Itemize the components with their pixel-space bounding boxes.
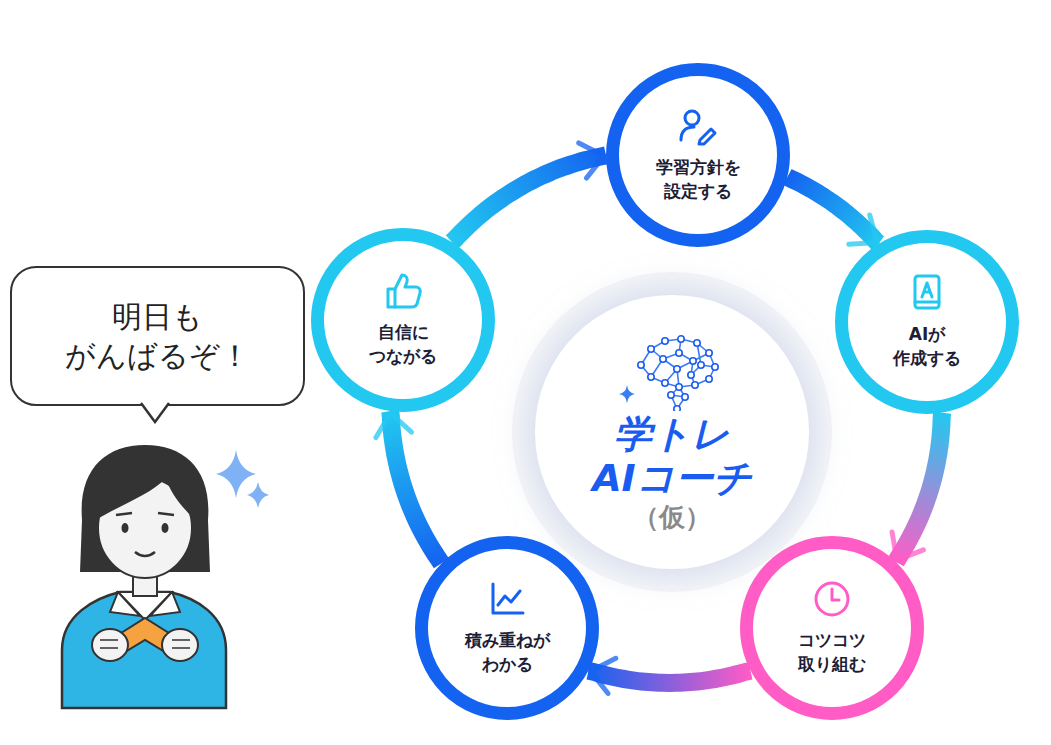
icon	[812, 579, 852, 619]
center-circle: 学トレ AIコーチ（仮）	[535, 295, 808, 568]
bubble-tail	[140, 402, 170, 424]
step-circle: AIが 作成する	[835, 230, 1019, 414]
speech-bubble: 明日も がんばるぞ！	[10, 266, 305, 406]
girl-illustration	[62, 445, 226, 708]
cycle-arrow	[390, 411, 441, 563]
step-circle: 自信に つながる	[311, 228, 495, 412]
brain-icon	[617, 329, 727, 411]
product-name: 学トレ AIコーチ	[572, 413, 772, 500]
step-label: コツコツ 取り組む	[780, 629, 884, 677]
icon	[383, 271, 423, 311]
cycle-arrow	[787, 177, 878, 244]
step-label: AIが 作成する	[875, 323, 979, 371]
step-circle: 学習方針を 設定する	[606, 63, 790, 247]
speech-text: 明日も がんばるぞ！	[48, 297, 268, 375]
icon	[678, 106, 718, 146]
step-label: 自信に つながる	[351, 321, 455, 369]
step-label: 積み重ねが わかる	[455, 629, 559, 677]
cycle-arrow	[896, 413, 942, 562]
step-label: 学習方針を 設定する	[646, 156, 750, 204]
icon	[487, 579, 527, 619]
tentative-mark: （仮）	[633, 501, 711, 535]
step-circle: コツコツ 取り組む	[740, 536, 924, 720]
icon	[907, 273, 947, 313]
sparkle	[216, 450, 269, 508]
cycle-arrow	[452, 155, 606, 242]
center-halo	[512, 272, 832, 592]
cycle-arrow	[588, 671, 750, 683]
step-circle: 積み重ねが わかる	[415, 536, 599, 720]
